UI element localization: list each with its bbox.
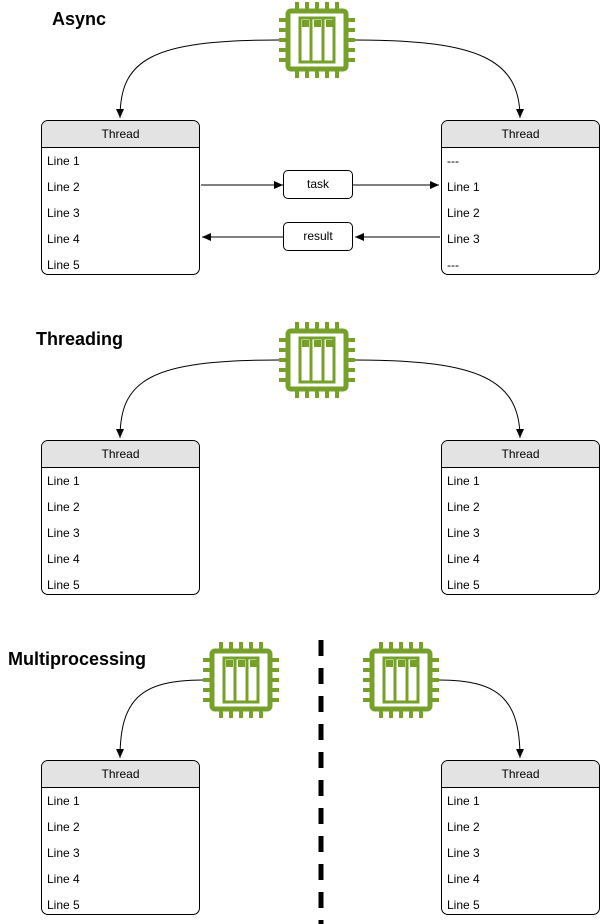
cpu-chip-icon: [203, 642, 279, 718]
cpu-chip-icon: [279, 2, 355, 78]
thread-header: Thread: [42, 441, 199, 468]
cpu-chip-icon: [363, 642, 439, 718]
cpu-to-thread-connector: [116, 679, 204, 759]
thread-line: Line 5: [447, 578, 480, 592]
thread-line: Line 1: [447, 180, 480, 194]
thread-line: Line 4: [47, 232, 80, 246]
thread-line: Line 2: [47, 180, 80, 194]
thread-header: Thread: [442, 441, 599, 468]
thread-line: Line 3: [47, 846, 80, 860]
cpu-chip-icon: [279, 322, 355, 398]
cpu-to-thread-connector: [116, 359, 280, 439]
section-title-multiprocessing: Multiprocessing: [8, 649, 147, 669]
thread-line: Line 2: [47, 500, 80, 514]
thread-header: Thread: [442, 761, 599, 788]
thread-line: Line 5: [47, 578, 80, 592]
cpu-to-thread-connector: [116, 39, 280, 119]
thread-box-multi-left: Thread Line 1 Line 2 Line 3 Line 4 Line …: [41, 760, 200, 915]
thread-line: Line 3: [47, 526, 80, 540]
result-message: result: [283, 222, 353, 251]
thread-line: Line 4: [47, 872, 80, 886]
thread-line: Line 5: [47, 258, 80, 272]
thread-line: ---: [447, 258, 459, 272]
thread-box-async-left: Thread Line 1 Line 2 Line 3 Line 4 Line …: [41, 120, 200, 275]
thread-line: Line 2: [47, 820, 80, 834]
thread-line: Line 1: [47, 794, 80, 808]
thread-box-threading-right: Thread Line 1 Line 2 Line 3 Line 4 Line …: [441, 440, 600, 595]
thread-line: Line 2: [447, 206, 480, 220]
thread-header: Thread: [42, 121, 199, 148]
thread-line: Line 1: [447, 794, 480, 808]
thread-line: Line 1: [47, 154, 80, 168]
thread-box-async-right: Thread --- Line 1 Line 2 Line 3 ---: [441, 120, 600, 275]
thread-line: Line 4: [447, 552, 480, 566]
thread-line: Line 3: [447, 526, 480, 540]
cpu-to-thread-connector: [354, 39, 524, 119]
task-message: task: [283, 170, 353, 199]
thread-line: Line 2: [447, 820, 480, 834]
thread-line: Line 4: [47, 552, 80, 566]
thread-line: Line 3: [47, 206, 80, 220]
thread-line: Line 1: [47, 474, 80, 488]
thread-line: Line 5: [447, 898, 480, 912]
thread-line: Line 2: [447, 500, 480, 514]
thread-line: Line 5: [47, 898, 80, 912]
thread-line: Line 3: [447, 232, 480, 246]
cpu-to-thread-connector: [354, 359, 524, 439]
thread-box-multi-right: Thread Line 1 Line 2 Line 3 Line 4 Line …: [441, 760, 600, 915]
thread-header: Thread: [442, 121, 599, 148]
cpu-to-thread-connector: [438, 679, 524, 759]
thread-line: Line 3: [447, 846, 480, 860]
thread-line: ---: [447, 154, 459, 168]
thread-line: Line 4: [447, 872, 480, 886]
thread-line: Line 1: [447, 474, 480, 488]
section-title-threading: Threading: [36, 329, 124, 349]
section-title-async: Async: [52, 9, 107, 29]
thread-header: Thread: [42, 761, 199, 788]
thread-box-threading-left: Thread Line 1 Line 2 Line 3 Line 4 Line …: [41, 440, 200, 595]
